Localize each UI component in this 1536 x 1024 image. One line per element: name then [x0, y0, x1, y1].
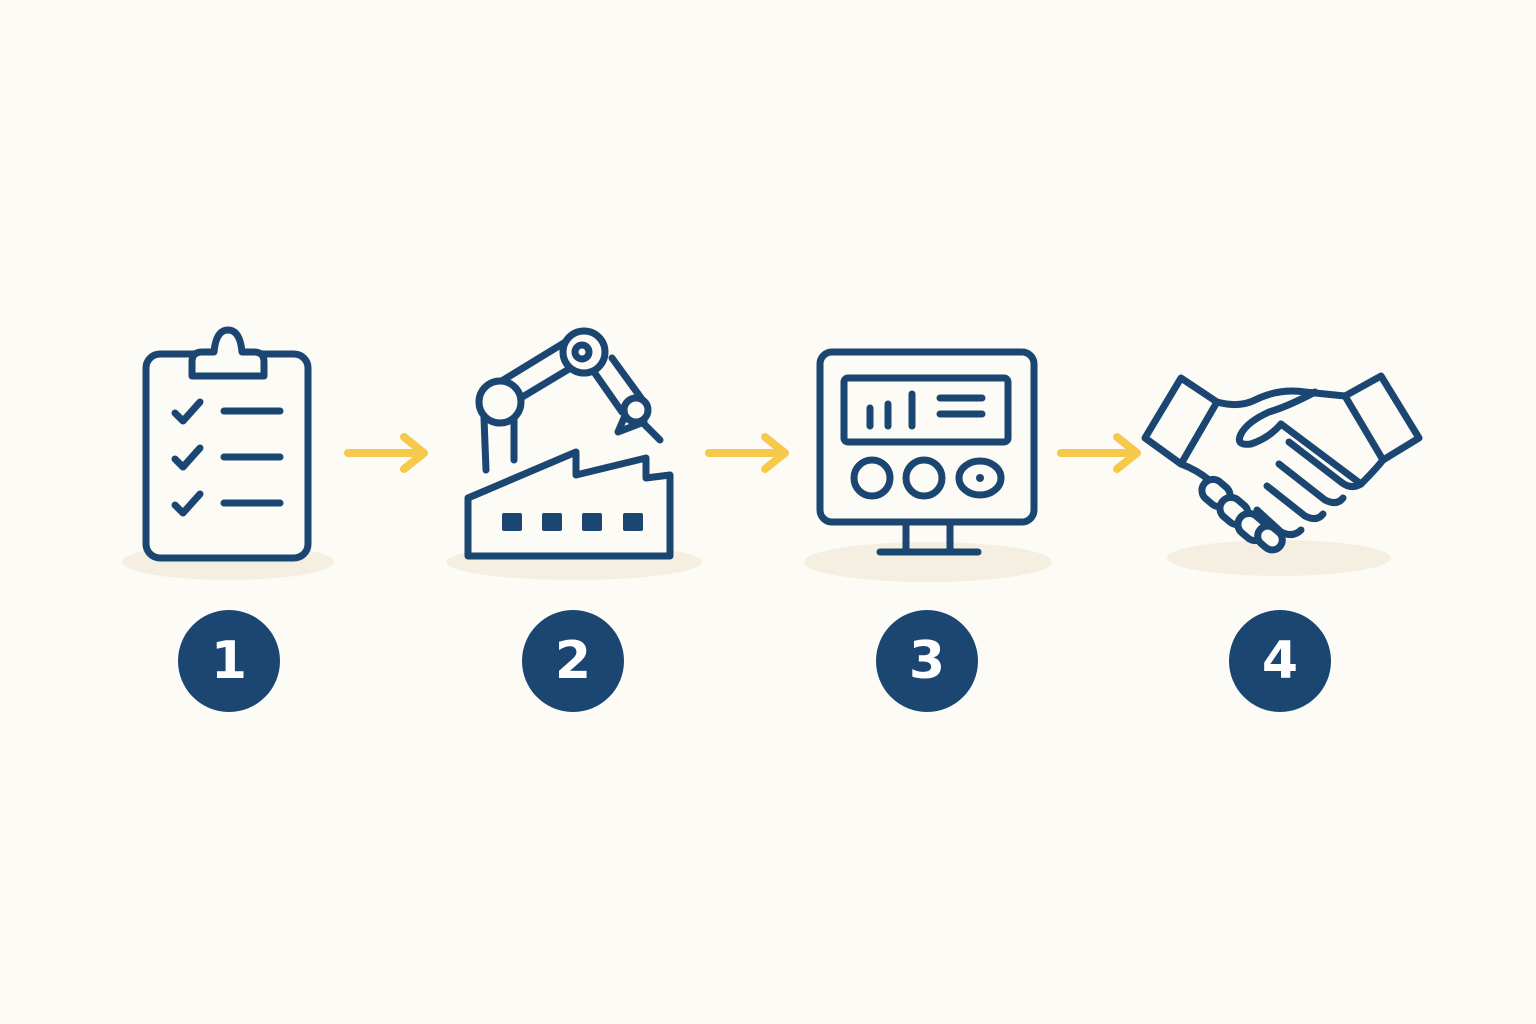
step-number-badge: 1: [178, 610, 280, 712]
handshake-icon: [1141, 372, 1423, 576]
step-number-badge: 4: [1229, 610, 1331, 712]
factory-robot-arm-icon: [446, 327, 702, 580]
step-number-badge: 2: [522, 610, 624, 712]
step-3: 3: [776, 320, 1076, 720]
arrow-right-icon: [344, 433, 428, 473]
clipboard-checklist-icon: [122, 326, 334, 580]
step-4: 4: [1129, 320, 1429, 720]
step-2: 2: [422, 320, 722, 720]
arrow-right-icon: [1057, 433, 1141, 473]
arrow-right-icon: [705, 433, 789, 473]
step-number-badge: 3: [876, 610, 978, 712]
control-panel-monitor-icon: [804, 348, 1052, 582]
step-1: 1: [78, 320, 378, 720]
